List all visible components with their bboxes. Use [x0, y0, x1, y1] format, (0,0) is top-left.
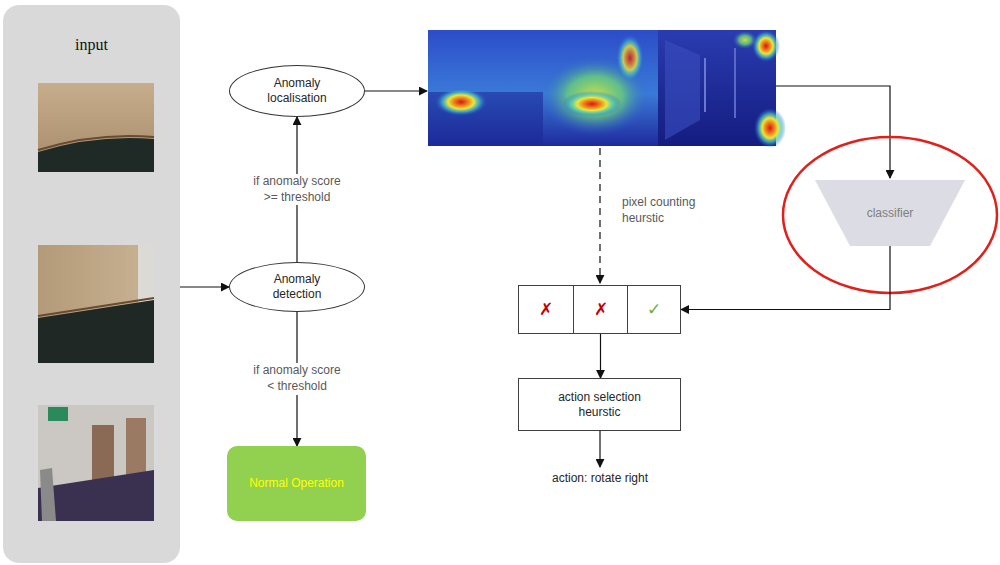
layout-arrow-part [599, 148, 600, 283]
photo-corridor-part [40, 468, 56, 521]
heatmap-strip-part [665, 40, 700, 140]
node-text: ✗ [539, 299, 553, 320]
photo-corner [38, 245, 154, 363]
photo-corner-part [38, 300, 154, 363]
photo-corridor-part [48, 407, 68, 421]
heatmap-strip-part [752, 30, 780, 62]
photo-corridor [38, 405, 154, 521]
state-box: Normal Operation [227, 446, 366, 521]
result-cell: ✗ [518, 285, 574, 334]
layout-arrow [365, 86, 890, 467]
heatmap-strip-part [562, 91, 622, 117]
input-panel: input [3, 5, 180, 563]
result-cell: ✗ [573, 285, 628, 334]
photo-wall-part [38, 138, 154, 172]
classifier-trapezoid: classifier [815, 180, 965, 246]
heatmap-strip-part [704, 58, 706, 112]
action-text: action: rotate right [552, 471, 648, 487]
process-ellipse: Anomaly detection [229, 262, 365, 312]
edge-label: if anomaly score >= threshold [249, 174, 345, 205]
connector-arrow [681, 246, 890, 310]
connector-arrow [180, 286, 229, 287]
photo-wall-part [38, 136, 154, 150]
connector-arrow [600, 334, 601, 378]
layout-arrow-part [599, 431, 600, 467]
heatmap-strip-part [428, 30, 543, 146]
node-text: Anomaly localisation [252, 76, 342, 106]
process-ellipse: Anomaly localisation [229, 65, 365, 117]
photo-wall-part [38, 83, 154, 172]
node-text: ✓ [647, 299, 661, 320]
photo-corner-part [38, 298, 154, 316]
trapezoid-fill [815, 180, 965, 246]
node-text: ✗ [594, 299, 608, 320]
process-box: action selection heurstic [518, 378, 681, 431]
result-cell: ✓ [627, 285, 681, 334]
heatmap-strip-part [754, 108, 786, 148]
node-text: input [75, 35, 108, 55]
photo-corner-part [38, 245, 154, 363]
node-text: Normal Operation [249, 476, 344, 491]
edge-note: pixel counting heurstic [622, 195, 712, 226]
edge-label: if anomaly score < threshold [249, 363, 345, 394]
node-text: classifier [867, 206, 914, 221]
heatmap-strip-part [616, 34, 644, 82]
node-text: Anomaly detection [252, 272, 342, 302]
photo-wall [38, 83, 154, 172]
input-photos [3, 5, 180, 563]
layout-arrow-part [365, 90, 427, 91]
node-text: action selection heurstic [540, 390, 660, 420]
heatmap-strip-part [733, 31, 757, 49]
heatmap-strip [428, 30, 786, 148]
photo-corridor-part [38, 405, 154, 521]
layout-arrow-part [776, 86, 890, 178]
heatmap-strip-part [435, 88, 487, 116]
heatmap-strip-part [734, 48, 736, 118]
